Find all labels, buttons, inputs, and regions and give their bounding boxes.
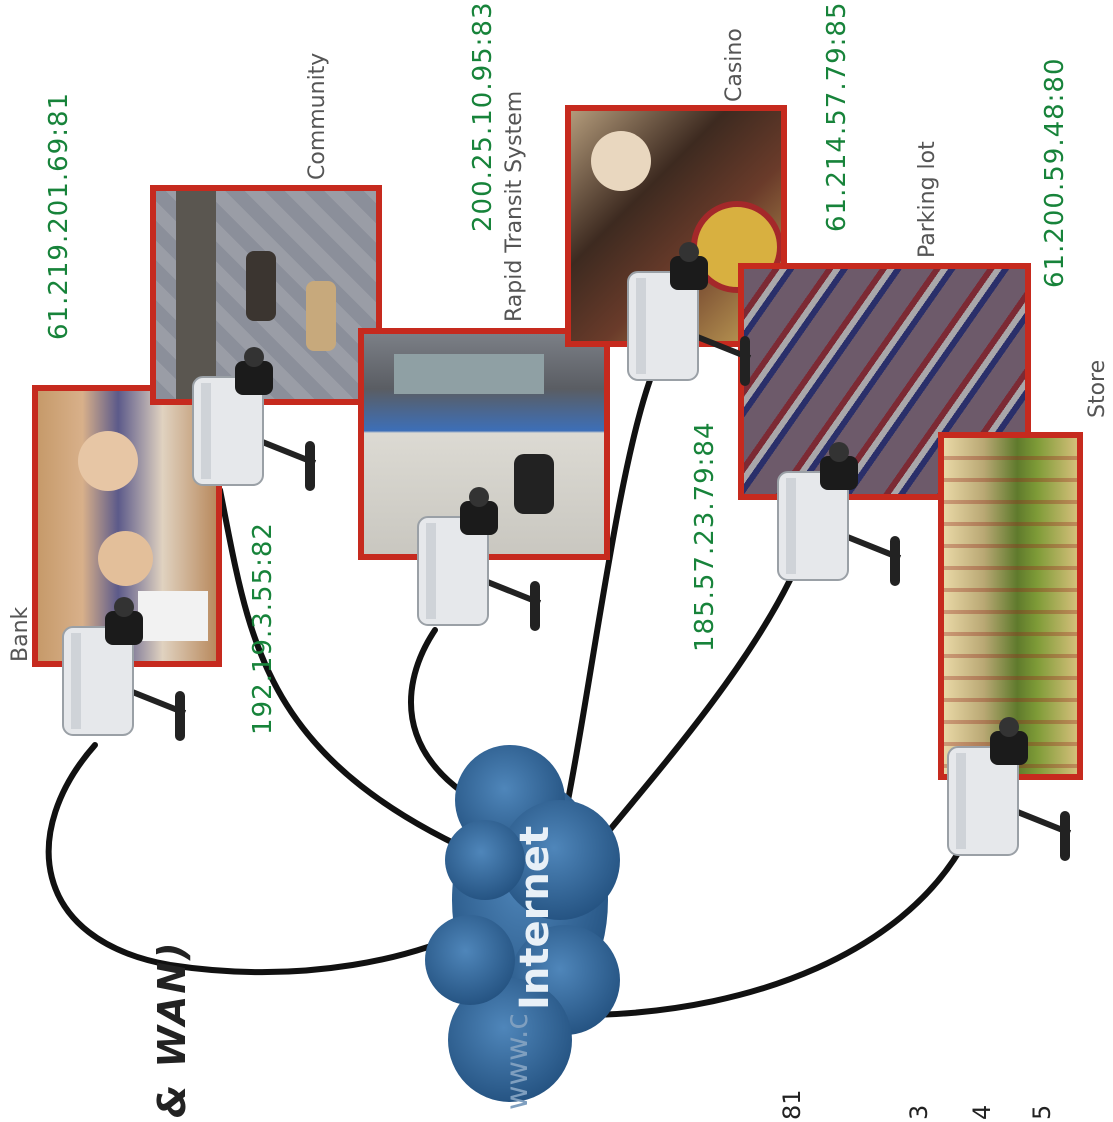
cable-casino [557, 377, 653, 843]
fragment-5: 5 [1028, 1104, 1056, 1120]
store-label: Store [1085, 359, 1110, 418]
wan-label: & WAN) [150, 940, 194, 1118]
store-photo [938, 432, 1083, 780]
casino-label: Casino [722, 28, 747, 102]
store-ip: 61.200.59.48:80 [1040, 57, 1070, 288]
rapid-transit-ip: 200.25.10.95:83 [468, 1, 498, 232]
rapid-transit-label: Rapid Transit System [502, 90, 527, 322]
community-label: Community [305, 52, 330, 180]
cable-store [592, 847, 963, 1018]
casino-ip: 185.57.23.79:84 [690, 421, 720, 652]
fragment-4: 4 [968, 1104, 996, 1120]
cable-bank [45, 742, 493, 975]
cable-parking [582, 577, 793, 863]
parking-lot-ip: 61.214.57.79:85 [822, 1, 852, 232]
bank-label: Bank [8, 606, 33, 662]
community-ip: 192.19.3.55:82 [248, 522, 278, 735]
fragment-3: 3 [905, 1104, 933, 1120]
url-hint: www.c [500, 1013, 535, 1110]
fragment-81: 81 [778, 1089, 806, 1120]
bank-photo [32, 385, 222, 667]
cable-community [217, 487, 493, 863]
bank-ip: 61.219.201.69:81 [44, 91, 74, 340]
internet-label: Internet [512, 825, 558, 1010]
parking-lot-label: Parking lot [915, 141, 940, 258]
